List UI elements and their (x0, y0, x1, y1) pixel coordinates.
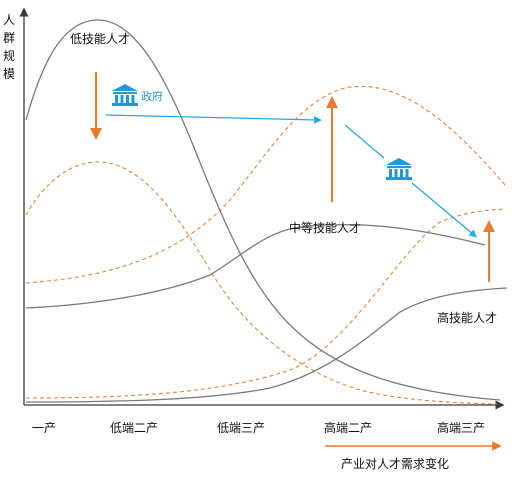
y-axis-label: 人 群 规 模 (3, 13, 15, 81)
government-building-icon (386, 158, 412, 180)
government-guidance-arrow (344, 124, 385, 159)
x-category-label: 低端二产 (110, 421, 158, 435)
high-skill-label: 高技能人才 (437, 310, 497, 325)
government-guidance-arrow (105, 114, 322, 124)
mid-skill-label: 中等技能人才 (289, 220, 361, 235)
government-guidance-arrow (411, 182, 477, 238)
y-axis-label-char: 规 (3, 48, 15, 63)
government-label: 政府 (141, 89, 163, 103)
y-axis-label-char: 模 (3, 67, 15, 81)
high-skill-dashed-curve (25, 208, 506, 399)
y-axis-label-char: 人 (3, 13, 15, 27)
demand-change-label: 产业对人才需求变化 (341, 456, 449, 471)
x-category-label: 一产 (32, 421, 56, 435)
mid-skill-dashed-curve (25, 85, 506, 284)
mid-skill-curve (25, 223, 486, 309)
x-category-label: 高端三产 (437, 420, 485, 435)
government-building-icon (112, 84, 138, 106)
low-skill-label: 低技能人才 (70, 32, 130, 46)
x-category-label: 高端二产 (324, 420, 372, 435)
y-axis-label-char: 群 (3, 31, 15, 45)
x-category-label: 低端三产 (217, 421, 265, 435)
low-skill-curve (25, 19, 501, 401)
low-skill-dashed-curve (25, 161, 498, 405)
high-skill-curve (25, 287, 508, 403)
